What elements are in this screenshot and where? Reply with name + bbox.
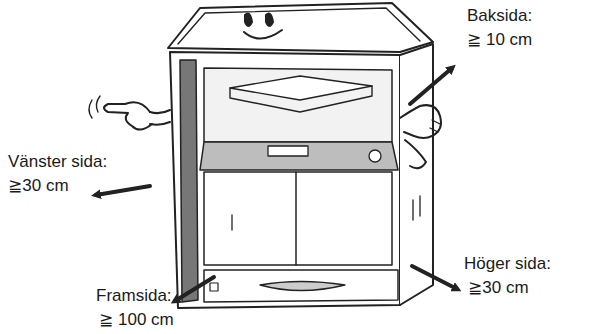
side-name: Vänster sida: <box>8 152 107 172</box>
side-name: Baksida: <box>467 6 532 26</box>
side-name: Framsida: <box>96 286 172 306</box>
side-name: Höger sida: <box>464 254 551 274</box>
clearance-dimension: ≧30 cm <box>8 176 69 196</box>
clearance-dimension: ≧30 cm <box>468 278 529 298</box>
clearance-dimension: ≧ 10 cm <box>467 30 532 50</box>
clearance-dimension: ≧ 100 cm <box>99 310 174 330</box>
